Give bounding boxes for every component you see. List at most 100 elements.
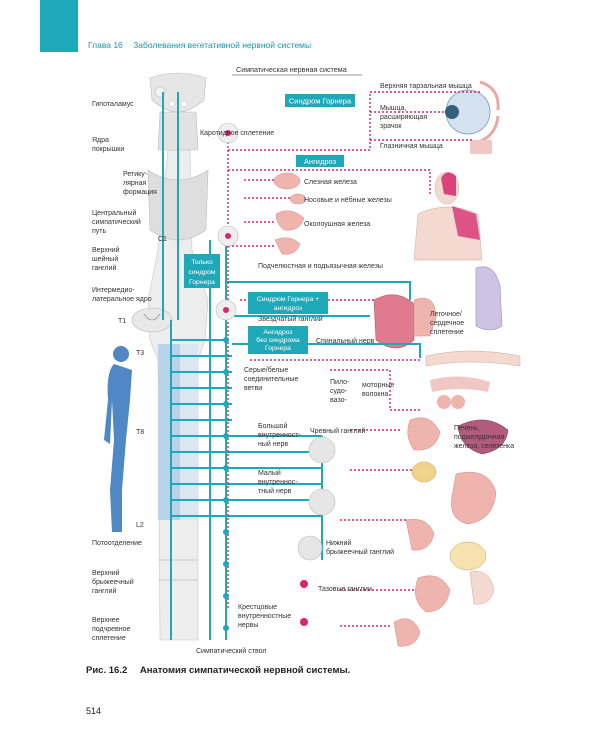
label-liver-2: поджелудочная (454, 434, 505, 441)
label-interm-1: Интермедио- (92, 287, 135, 294)
box-horner: Синдром Горнера (285, 94, 355, 107)
box-only-horner-l2: синдром (188, 269, 215, 276)
label-sacral-2: внутренностные (238, 613, 291, 620)
label-rami-1: Серые/белые (244, 366, 288, 374)
lungs-heart (373, 266, 503, 349)
label-rami-2: соединительные (244, 376, 298, 383)
box-only-horner: Только синдром Горнера (184, 254, 220, 288)
label-central-3: путь (92, 228, 106, 235)
label-tarsal: Верхняя тарзальная мышца (380, 83, 472, 90)
box-anhidrosis-no-horner: Ангидроз без синдрома Горнера (248, 326, 308, 354)
figure-caption-text: Анатомия симпатической нервной системы. (139, 665, 351, 676)
label-reticular-1: Ретику- (123, 171, 148, 178)
label-interm-2: латеральное ядро (92, 296, 152, 303)
label-c1: C1 (158, 236, 167, 243)
label-pilo-2: судо- (330, 388, 348, 395)
box-anhid-no-horner-l2: без синдрома (256, 336, 300, 344)
box-anhid-no-horner-l1: Ангидроз (263, 329, 292, 336)
figure-caption: Рис. 16.2 Анатомия симпатической нервной… (86, 665, 350, 676)
label-greater-2: внутренност- (258, 432, 301, 439)
label-pilo-3: вазо- (330, 397, 347, 404)
label-tegmentum-2: покрышки (92, 146, 124, 153)
label-hypothalamus: Гипоталамус (92, 101, 134, 108)
figure-number: Рис. 16.2 (86, 665, 128, 676)
title-sympathetic: Симпатическая нервная система (236, 65, 347, 74)
eye-illustration (445, 80, 500, 154)
label-orbital: Глазничная мышца (380, 143, 443, 150)
label-carotid: Каротидное сплетение (200, 130, 274, 137)
box-horner-anhidrosis-l2: ангидроз (274, 305, 302, 312)
label-sup-mes-1: Верхний (92, 569, 120, 577)
label-cardiac-1: Легочное/ (430, 311, 462, 318)
label-lesser-3: тный нерв (258, 487, 292, 495)
label-dilator-3: зрачок (380, 123, 402, 130)
label-sweating: Потоотделение (92, 540, 142, 547)
glands (273, 172, 307, 255)
box-horner-text: Синдром Горнера (289, 97, 352, 106)
label-central-2: симпатический (92, 218, 141, 226)
label-celiac: Чревный ганглий (310, 427, 365, 435)
label-sacral-1: Крестцовые (238, 604, 277, 611)
label-parotid: Околоушная железа (304, 221, 370, 228)
label-motor-1: моторные (362, 382, 394, 389)
label-reticular-3: формация (123, 189, 157, 196)
label-sup-hypo-3: сплетение (92, 635, 126, 642)
trunk-nodes (223, 337, 229, 631)
box-only-horner-l1: Только (191, 259, 213, 266)
person-silhouette (104, 346, 132, 532)
chapter-header: Глава 16 Заболевания вегетативной нервно… (88, 40, 311, 50)
label-sup-cerv-2: шейный (92, 255, 118, 263)
label-greater-3: ный нерв (258, 440, 288, 448)
label-dilator-1: Мышца, (380, 105, 406, 112)
label-sup-hypo-1: Верхнее (92, 617, 120, 624)
label-rami-3: ветви (244, 385, 262, 392)
chapter-number: Глава 16 (88, 40, 123, 50)
label-lacrimal: Слезная железа (304, 179, 357, 186)
label-reticular-2: лярная (123, 180, 147, 187)
abdominal-organs (393, 417, 509, 647)
label-sup-hypo-2: подчревное (92, 626, 131, 633)
label-t1: T1 (118, 318, 126, 325)
label-sacral-3: нервы (238, 622, 258, 629)
label-tegmentum-1: Ядра (92, 137, 109, 144)
spinal-cross-section (131, 307, 173, 333)
label-sup-mes-3: ганглий (92, 587, 117, 595)
diagram-labels: Симпатическая нервная система Гипоталаму… (92, 65, 514, 655)
label-l2: L2 (136, 522, 144, 529)
chapter-title: Заболевания вегетативной нервной системы (133, 40, 312, 50)
box-only-horner-l3: Горнера (189, 279, 215, 286)
label-sup-cerv-1: Верхний (92, 246, 120, 254)
label-inf-mes-2: брыжеечный ганглий (326, 548, 394, 556)
box-anhid-no-horner-l3: Горнера (265, 345, 291, 352)
label-trunk: Симпатический ствол (196, 647, 266, 655)
label-central-1: Центральный (92, 209, 137, 217)
label-inf-mes-1: Нижний (326, 539, 351, 547)
box-horner-anhidrosis: Синдром Горнера + ангидроз (248, 292, 328, 314)
label-pilo-1: Пило- (330, 379, 350, 386)
box-anhidrosis-text: Ангидроз (304, 157, 337, 166)
label-pelvic: Тазовые ганглии (318, 586, 372, 593)
label-submand: Подчелюстная и подъязычная железы (258, 263, 383, 270)
label-lesser-1: Малый (258, 469, 281, 477)
label-cardiac-2: сердечное (430, 320, 464, 327)
label-greater-1: Большой (258, 422, 288, 430)
label-spinal-nerve: Спинальный нерв (316, 337, 375, 345)
label-t3: T3 (136, 350, 144, 357)
head-figure (413, 171, 483, 261)
skin-hair (425, 350, 521, 409)
box-horner-anhidrosis-l1: Синдром Горнера + (257, 296, 319, 303)
label-cardiac-3: сплетение (430, 329, 464, 336)
page-number: 514 (86, 706, 102, 716)
label-liver-3: железа, селезенка (454, 443, 514, 450)
label-motor-2: волокна (362, 391, 388, 398)
label-sup-mes-2: брыжеечный (92, 578, 134, 586)
label-t8: T8 (136, 429, 144, 436)
label-sup-cerv-3: ганглий (92, 264, 117, 272)
label-liver-1: Печень, (454, 425, 480, 432)
label-stellate: Звездчатый ганглий (258, 315, 323, 323)
label-dilator-2: расширяющая (380, 114, 427, 121)
box-anhidrosis: Ангидроз (296, 155, 344, 167)
label-lesser-2: внутреннос- (258, 479, 298, 486)
